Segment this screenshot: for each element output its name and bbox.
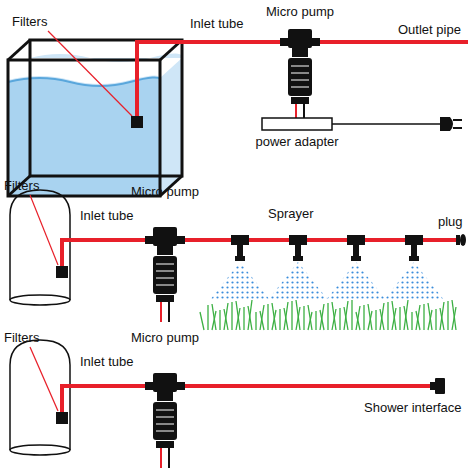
part-label: Sprayer [268,206,314,221]
sprayer-nozzle [268,235,328,300]
shower-connector [430,378,445,394]
part-label: Filters [4,178,39,193]
part-label: Filters [4,330,39,345]
part-label: Micro pump [131,330,199,345]
sprayer-nozzle [326,235,386,300]
aquarium [8,40,182,196]
micro-pump [145,373,185,468]
part-label: Outlet pipe [398,22,461,37]
part-label: Micro pump [266,4,334,19]
micro-pump [280,29,320,104]
part-label: Inlet tube [80,208,134,223]
part-label: plug [438,214,463,229]
filter [56,116,143,424]
tube [62,42,468,412]
power-adapter [262,104,462,131]
part-label: Inlet tube [190,16,244,31]
part-label: Micro pump [131,184,199,199]
sprayer-nozzle [210,235,270,300]
water-bucket [10,190,70,455]
micro-pump [145,227,185,322]
part-label: Inlet tube [80,354,134,369]
part-label: Filters [12,14,47,29]
part-label: power adapter [255,134,338,149]
part-label: Shower interface [364,400,462,415]
plug-cap [456,234,466,246]
sprayer-nozzle [384,235,444,300]
grass [200,300,456,330]
